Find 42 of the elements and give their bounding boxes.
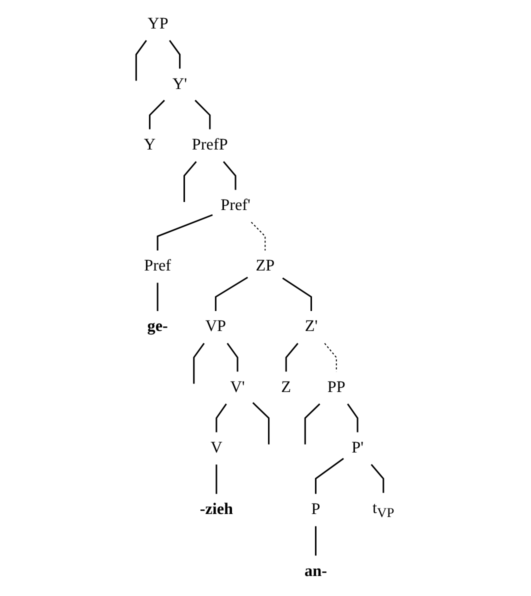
connector	[157, 214, 214, 250]
connector	[223, 161, 237, 190]
connector	[193, 342, 205, 384]
node-text: PP	[328, 378, 346, 396]
connector	[315, 458, 344, 494]
connector	[315, 526, 317, 556]
node-text: an-	[304, 562, 328, 580]
node-text: ZP	[256, 258, 275, 275]
connector	[169, 40, 181, 69]
connector	[194, 100, 211, 130]
connector	[252, 402, 270, 444]
connector	[215, 276, 248, 312]
node-text: P	[312, 500, 321, 518]
connector	[304, 403, 321, 444]
connector	[149, 100, 166, 130]
node-text: -zieh	[200, 500, 234, 518]
node-text: Z	[281, 378, 292, 396]
connector	[251, 222, 266, 250]
connector	[216, 464, 218, 494]
node-text: V'	[230, 378, 246, 396]
node-text: Pref	[144, 258, 172, 275]
connector	[347, 404, 359, 432]
connector	[216, 404, 228, 432]
connector	[286, 342, 299, 372]
connector	[157, 282, 159, 312]
node-text: VP	[206, 318, 226, 336]
connector	[227, 342, 239, 372]
node-text: V	[210, 439, 223, 456]
connector	[324, 343, 338, 372]
node-text: Pref'	[220, 196, 251, 214]
node-text: Y'	[172, 76, 188, 93]
node-text: Z'	[305, 318, 318, 336]
connector	[184, 161, 198, 202]
connector	[136, 40, 148, 81]
connector	[371, 464, 384, 493]
node-text: P'	[352, 439, 364, 456]
node-text: Y	[144, 136, 156, 154]
node-text: YP	[148, 15, 169, 32]
connector	[282, 277, 312, 312]
node-text: PrefP	[192, 136, 228, 154]
node-text: t$_{VP}$	[372, 500, 395, 520]
node-text: ge-	[148, 318, 168, 336]
